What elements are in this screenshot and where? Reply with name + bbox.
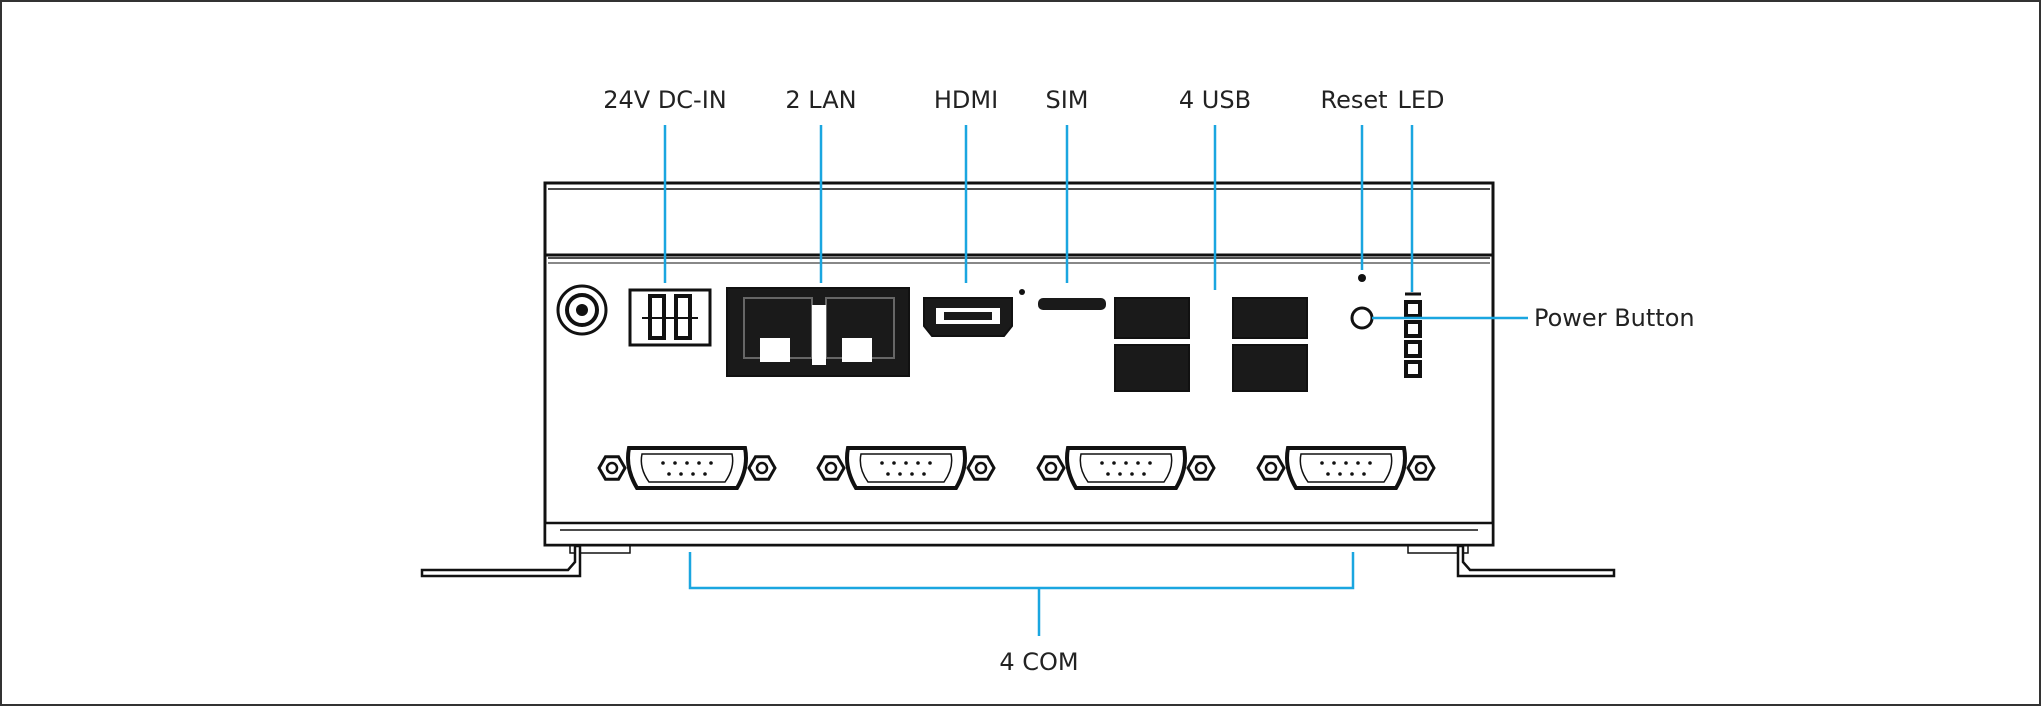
label-reset: Reset — [1320, 86, 1387, 114]
com-port-3 — [1036, 446, 1216, 490]
callout-labels: 24V DC-IN 2 LAN HDMI SIM 4 USB Reset LED… — [603, 86, 1694, 676]
power-button — [1350, 306, 1374, 330]
com-port-1 — [597, 446, 777, 490]
reset-button — [1358, 274, 1366, 282]
usb-ports — [1114, 297, 1308, 392]
label-sim: SIM — [1045, 86, 1088, 114]
leader-lines — [663, 125, 1528, 636]
device-chassis — [543, 181, 1495, 554]
label-usb: 4 USB — [1179, 86, 1251, 114]
label-lan: 2 LAN — [785, 86, 856, 114]
com-port-4 — [1256, 446, 1436, 490]
led-indicators — [1404, 292, 1422, 378]
mounting-bracket-right — [1456, 544, 1616, 578]
sim-slot — [1038, 298, 1106, 310]
ground-screw — [556, 284, 608, 336]
label-power-button: Power Button — [1534, 304, 1695, 332]
label-dc-in: 24V DC-IN — [603, 86, 727, 114]
label-com: 4 COM — [999, 648, 1078, 676]
com-ports — [597, 446, 1436, 490]
label-hdmi: HDMI — [934, 86, 998, 114]
leader-com — [688, 552, 1355, 636]
com-port-2 — [816, 446, 996, 490]
lan-ports — [726, 287, 910, 377]
mounting-bracket-left — [420, 544, 582, 578]
label-led: LED — [1397, 86, 1444, 114]
dc-in-port — [628, 288, 712, 347]
hdmi-port — [923, 289, 1025, 337]
